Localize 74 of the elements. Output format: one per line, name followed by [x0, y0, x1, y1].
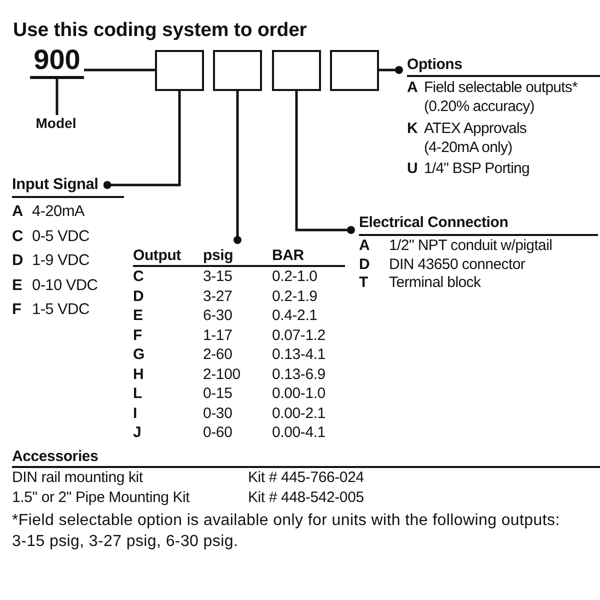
column-header: psig [203, 247, 234, 265]
table-cell: 2-60 [203, 345, 232, 364]
code-box [155, 50, 204, 91]
section-heading: Input Signal [12, 176, 108, 194]
footnote: *Field selectable option is available only for units with the following outputs: 3-15 psig, 3-27 psig, 6-30 psig. [12, 511, 561, 552]
table-cell: 1-17 [203, 326, 232, 345]
table-cell: 0-60 [203, 423, 232, 442]
table-cell: 3-15 [203, 267, 232, 286]
model-label: Model [28, 115, 84, 132]
option-description: 0-10 VDC [32, 276, 98, 296]
section-heading: Electrical Connection [351, 214, 508, 232]
table-cell: 0.00-2.1 [272, 404, 326, 423]
output-code: G [133, 345, 144, 364]
table-cell: 2-100 [203, 364, 240, 384]
option-code: U [407, 159, 418, 178]
connector-line [103, 91, 181, 189]
option-description: Field selectable outputs* (0.20% accuracy) [424, 78, 578, 116]
connector-line [234, 91, 242, 244]
output-code: D [133, 286, 144, 306]
table-cell: 6-30 [203, 306, 232, 326]
option-code: E [12, 276, 22, 296]
table-cell: 0.13-4.1 [272, 345, 326, 364]
option-code: T [359, 274, 368, 292]
option-description: 0-5 VDC [32, 226, 90, 246]
section-heading: Accessories [12, 448, 98, 466]
output-code: H [133, 364, 144, 384]
option-code: A [359, 237, 370, 256]
connector-line [56, 79, 58, 115]
option-code: C [12, 226, 23, 246]
option-code: A [407, 78, 418, 97]
table-cell: 0.13-6.9 [272, 364, 326, 384]
column-header: Output [133, 247, 181, 265]
option-code: F [12, 300, 22, 320]
table-cell: 0-30 [203, 404, 232, 423]
option-code: D [359, 256, 370, 274]
option-code: K [407, 118, 418, 138]
output-code: J [133, 423, 142, 442]
accessory-name: 1.5" or 2" Pipe Mounting Kit [12, 489, 190, 507]
model-number: 900 [30, 44, 84, 79]
output-code: I [133, 404, 137, 423]
table-cell: 0.4-2.1 [272, 306, 318, 326]
output-code: E [133, 306, 143, 326]
column-header: BAR [272, 247, 304, 265]
option-description: 1/2" NPT conduit w/pigtail [389, 237, 552, 256]
connector-line [379, 66, 403, 74]
kit-number: Kit # 448-542-005 [248, 489, 364, 507]
output-code: L [133, 384, 142, 404]
code-box [330, 50, 379, 91]
option-code: D [12, 251, 23, 271]
option-description: 1-9 VDC [32, 251, 90, 271]
code-box [213, 50, 262, 91]
connector-line [295, 91, 355, 234]
section-heading: Options [399, 56, 462, 74]
table-cell: 0-15 [203, 384, 232, 404]
connector-line [84, 68, 155, 72]
accessory-name: DIN rail mounting kit [12, 469, 143, 487]
output-code: C [133, 267, 144, 286]
option-description: DIN 43650 connector [389, 256, 526, 274]
table-cell: 0.07-1.2 [272, 326, 326, 345]
option-code: A [12, 202, 23, 222]
diagram-title: Use this coding system to order [13, 19, 307, 41]
table-cell: 0.2-1.0 [272, 267, 318, 286]
option-description: 1/4" BSP Porting [424, 159, 530, 178]
kit-number: Kit # 445-766-024 [248, 469, 364, 487]
table-cell: 0.00-4.1 [272, 423, 326, 442]
output-code: F [133, 326, 142, 345]
table-cell: 0.00-1.0 [272, 384, 326, 404]
option-description: 4-20mA [32, 202, 84, 222]
option-description: ATEX Approvals (4-20mA only) [424, 118, 528, 156]
option-description: Terminal block [389, 274, 481, 292]
code-box [272, 50, 321, 91]
table-cell: 3-27 [203, 286, 232, 306]
option-description: 1-5 VDC [32, 300, 90, 320]
table-cell: 0.2-1.9 [272, 286, 318, 306]
